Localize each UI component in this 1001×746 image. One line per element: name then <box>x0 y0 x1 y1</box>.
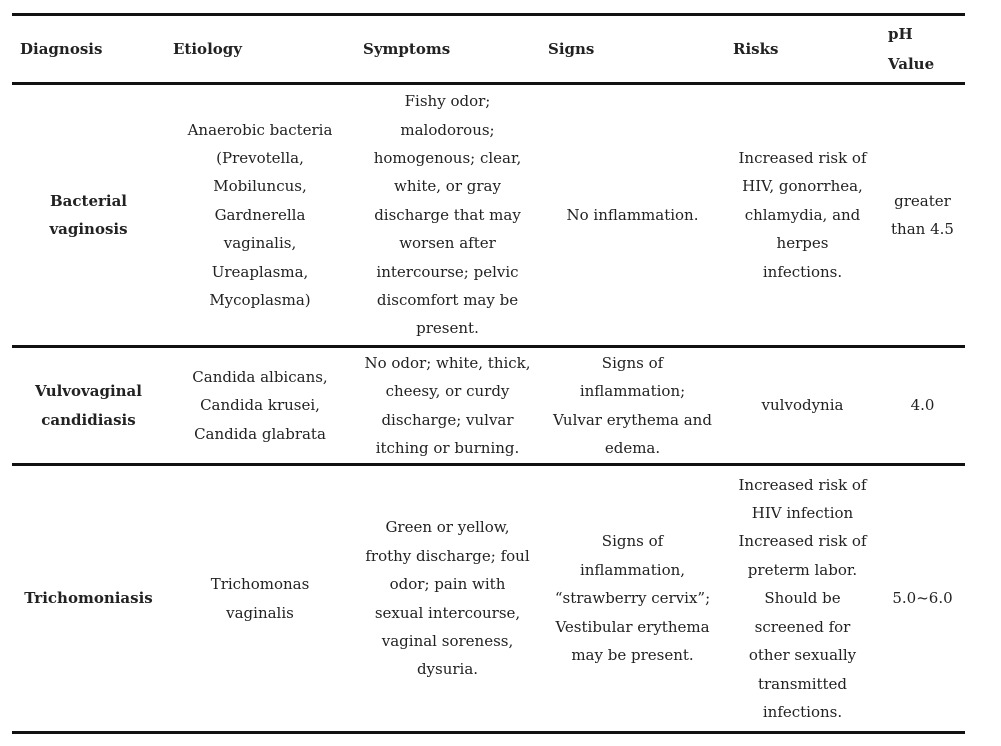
cell-risks: Increased risk of HIV, gonorrhea, chlamy… <box>738 148 867 281</box>
cell-diagnosis: Vulvovaginal candidiasis <box>35 382 142 429</box>
cell-risks: Increased risk of HIV infection Increase… <box>738 475 867 721</box>
cell-signs: No inflammation. <box>566 205 699 224</box>
header-row: Diagnosis Etiology Symptoms Signs Risks … <box>12 14 965 84</box>
header-signs: Signs <box>548 40 595 58</box>
header-ph-value: pH Value <box>888 25 935 73</box>
table-row: Trichomoniasis Trichomonas vaginalis Gre… <box>12 465 965 733</box>
header-risks: Risks <box>733 40 779 58</box>
cell-etiology: Trichomonas vaginalis <box>210 575 310 622</box>
cell-ph: 4.0 <box>910 396 935 415</box>
cell-ph: 5.0~6.0 <box>892 589 953 608</box>
cell-diagnosis: Trichomoniasis <box>24 589 153 608</box>
cell-diagnosis: Bacterial vaginosis <box>49 191 128 238</box>
cell-symptoms: Fishy odor; malodorous; homogenous; clea… <box>373 92 522 338</box>
cell-risks: vulvodynia <box>761 396 844 415</box>
cell-signs: Signs of inflammation; Vulvar erythema a… <box>553 353 712 457</box>
cell-symptoms: No odor; white, thick, cheesy, or curdy … <box>364 353 531 457</box>
cell-symptoms: Green or yellow, frothy discharge; foul … <box>365 518 530 679</box>
cell-etiology: Anaerobic bacteria (Prevotella, Mobilunc… <box>187 120 333 310</box>
cell-signs: Signs of inflammation, “strawberry cervi… <box>554 532 711 665</box>
diagnosis-table: Diagnosis Etiology Symptoms Signs Risks … <box>12 13 965 734</box>
header-symptoms: Symptoms <box>363 40 451 58</box>
cell-ph: greater than 4.5 <box>891 191 954 238</box>
cell-etiology: Candida albicans, Candida krusei, Candid… <box>192 367 328 443</box>
header-diagnosis: Diagnosis <box>20 40 103 58</box>
table-row: Vulvovaginal candidiasis Candida albican… <box>12 347 965 465</box>
table-row: Bacterial vaginosis Anaerobic bacteria (… <box>12 84 965 347</box>
header-etiology: Etiology <box>173 40 242 58</box>
